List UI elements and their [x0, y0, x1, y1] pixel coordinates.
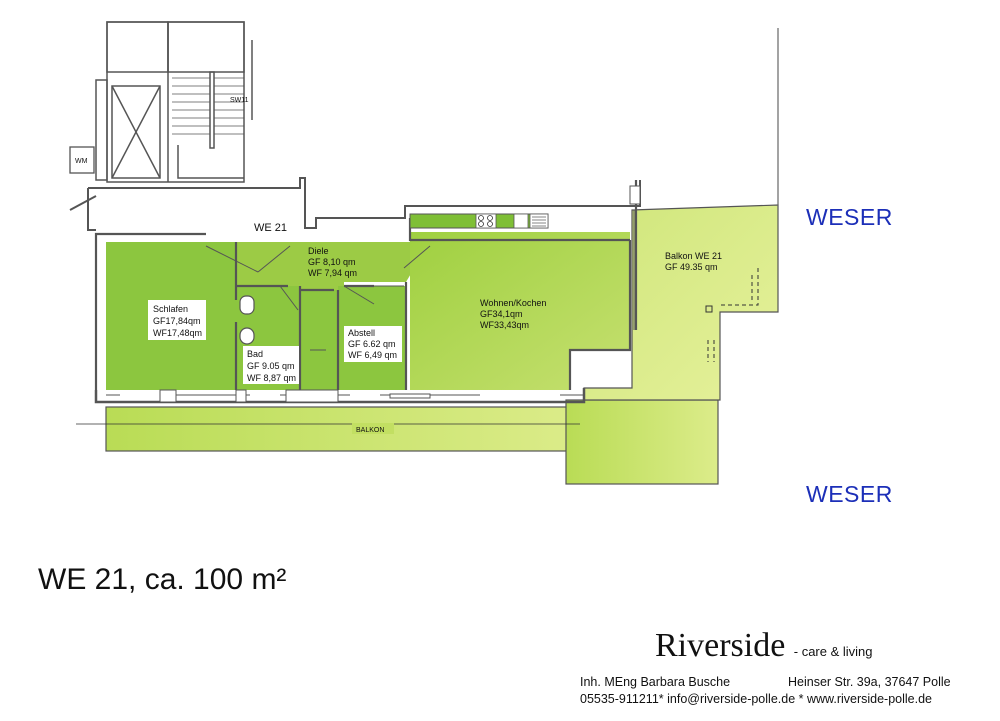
abstell-gf: GF 6.62 qm [348, 339, 396, 349]
label-abstell: Abstell GF 6.62 qm WF 6,49 qm [348, 328, 397, 360]
stairwell [95, 21, 253, 183]
room-wc [300, 290, 338, 390]
bathroom-fixtures [239, 295, 255, 345]
contact-line: 05535-911211* info@riverside-polle.de * … [580, 692, 933, 706]
label-wohnen-kochen: Wohnen/Kochen GF34,1qm WF33,43qm [480, 298, 546, 330]
schlafen-wf: WF17,48qm [153, 328, 202, 338]
room-diele [206, 242, 430, 290]
diele-name: Diele [308, 246, 329, 256]
floor-plan: SW11 WM [69, 21, 779, 485]
diele-gf: GF 8,10 qm [308, 257, 356, 267]
address-text: Heinser Str. 39a, 37647 Polle [788, 675, 951, 689]
abstell-name: Abstell [348, 328, 375, 338]
brand-tagline: - care & living [793, 644, 873, 659]
balkon-we21-gf: GF 49.35 qm [665, 262, 718, 272]
bad-gf: GF 9.05 qm [247, 361, 295, 371]
kitchen-counter [409, 213, 549, 229]
schlafen-name: Schlafen [153, 304, 188, 314]
wohnen-wf: WF33,43qm [480, 320, 529, 330]
river-label-bottom: WESER [806, 481, 893, 507]
balkon-we21-name: Balkon WE 21 [665, 251, 722, 261]
bad-wf: WF 8,87 qm [247, 373, 296, 383]
corridor-walls [69, 177, 641, 231]
window-frames [159, 389, 431, 403]
brand-name: Riverside [655, 627, 786, 664]
wohnen-gf: GF34,1qm [480, 309, 523, 319]
bad-name: Bad [247, 349, 263, 359]
washer-box [69, 146, 95, 174]
diele-wf: WF 7,94 qm [308, 268, 357, 278]
label-schlafen: Schlafen GF17,84qm WF17,48qm [153, 304, 202, 338]
label-balkon-we21: Balkon WE 21 GF 49.35 qm [665, 251, 722, 272]
owner-text: Inh. MEng Barbara Busche [580, 675, 731, 689]
east-glazing [629, 185, 641, 330]
label-diele: Diele GF 8,10 qm WF 7,94 qm [308, 246, 357, 278]
washer-label: WM [75, 158, 88, 165]
plan-title: WE 21, ca. 100 m² [38, 563, 287, 596]
unit-label: WE 21 [254, 222, 287, 234]
balcony-we21 [583, 204, 779, 401]
label-box-schlafen [148, 300, 206, 340]
abstell-wf: WF 6,49 qm [348, 350, 397, 360]
door-swings [205, 245, 431, 351]
balcony-dashes [705, 268, 759, 362]
label-box-abstell [344, 326, 402, 362]
river-label-top: WESER [806, 204, 893, 230]
balcony-strip-extension [565, 399, 719, 485]
balkon-name: BALKON [356, 427, 384, 434]
wohnen-name: Wohnen/Kochen [480, 298, 546, 308]
room-wohnen-kochen [410, 232, 630, 390]
label-box-bad [243, 346, 299, 384]
label-box-balkon [352, 423, 394, 434]
stairwell-label: SW11 [230, 97, 249, 104]
label-bad: Bad GF 9.05 qm WF 8,87 qm [247, 349, 296, 383]
balcony-strip [105, 406, 585, 452]
brand-block: Riverside - care & living [655, 627, 873, 665]
schlafen-gf: GF17,84qm [153, 316, 201, 326]
